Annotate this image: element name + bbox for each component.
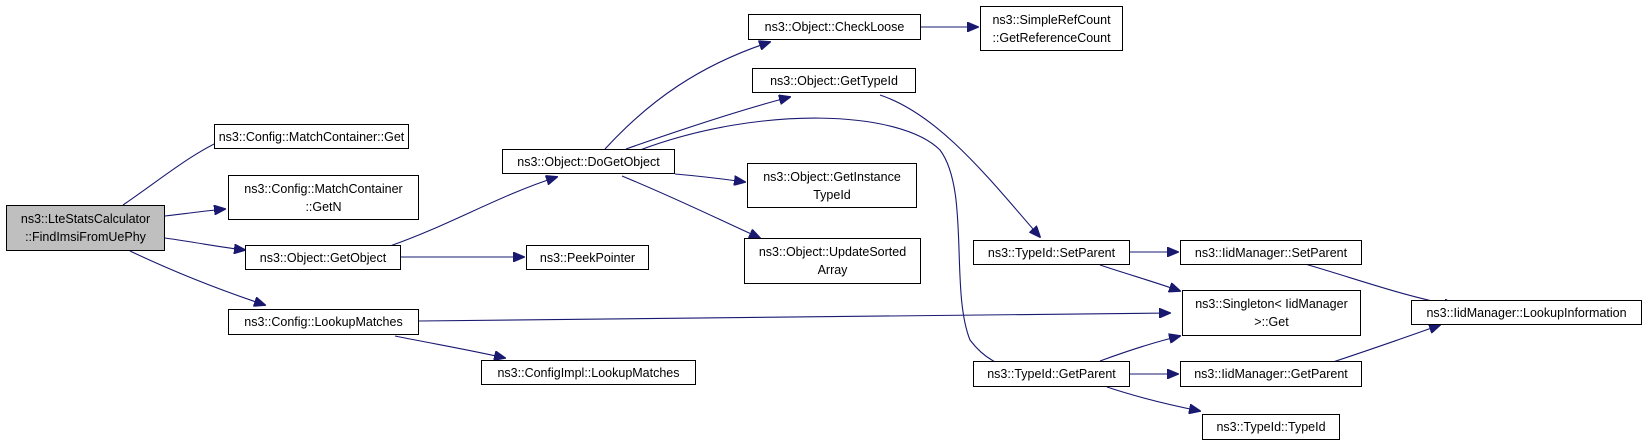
node-label-line: ns3::IidManager::LookupInformation xyxy=(1426,305,1627,320)
edge-getparent-to-typeid-typeid xyxy=(1106,386,1200,411)
node-simplerefcount-getreferencecount[interactable]: ns3::SimpleRefCount ::GetReferenceCount xyxy=(980,6,1123,51)
node-label-line: ns3::IidManager::GetParent xyxy=(1194,367,1348,381)
edge-dogetobject-to-checkloose xyxy=(604,42,770,150)
node-label-line: ns3::PeekPointer xyxy=(539,250,636,265)
node-typeid-setparent[interactable]: ns3::TypeId::SetParent xyxy=(973,240,1130,265)
node-label-line: ns3::SimpleRefCount xyxy=(992,12,1111,27)
node-matchcontainer-get[interactable]: ns3::Config::MatchContainer::Get xyxy=(214,124,409,149)
node-label-line: ns3::Object::UpdateSorted xyxy=(758,245,907,259)
node-label-line: ns3::ConfigImpl::LookupMatches xyxy=(497,365,680,380)
node-label-line: ns3::Object::DoGetObject xyxy=(517,154,660,169)
node-label-line: ns3::TypeId::SetParent xyxy=(987,245,1116,260)
node-label-line: ::GetReferenceCount xyxy=(992,30,1111,45)
node-singleton-iidmanager-get[interactable]: ns3::Singleton< IidManager >::Get xyxy=(1182,290,1361,336)
node-label-line: TypeId xyxy=(813,187,851,202)
node-iidmanager-getparent[interactable]: ns3::IidManager::GetParent xyxy=(1180,361,1362,387)
node-typeid-typeid[interactable]: ns3::TypeId::TypeId xyxy=(1202,414,1340,440)
node-iidmanager-setparent[interactable]: ns3::IidManager::SetParent xyxy=(1180,240,1362,265)
edge-getparent-to-singleton xyxy=(1099,336,1180,362)
node-object-dogetobject[interactable]: ns3::Object::DoGetObject xyxy=(502,149,675,174)
node-label-line: ns3::IidManager::SetParent xyxy=(1194,245,1348,260)
edge-dogetobject-to-getinstance xyxy=(674,173,745,182)
edge-root-to-getobject xyxy=(164,237,245,250)
edge-lookupmatches-to-singleton xyxy=(418,313,1170,322)
node-label-line: ns3::Object::CheckLoose xyxy=(764,20,905,34)
node-object-gettypeid[interactable]: ns3::Object::GetTypeId xyxy=(752,68,916,93)
node-label-line: ::GetN xyxy=(305,199,342,214)
edge-root-to-matchcontainer-getn xyxy=(164,209,225,217)
node-label-line: ns3::LteStatsCalculator xyxy=(20,212,151,226)
node-lte-stats-calculator-find-imsi[interactable]: ns3::LteStatsCalculator ::FindImsiFromUe… xyxy=(6,205,165,251)
edge-dogetobject-to-getparent xyxy=(639,117,1020,372)
node-label-line: ns3::Object::GetInstance xyxy=(763,169,901,184)
node-label-line: Array xyxy=(817,263,848,277)
edge-root-to-lookupmatches xyxy=(129,250,265,305)
node-object-getinstancetypeid[interactable]: ns3::Object::GetInstance TypeId xyxy=(747,163,917,208)
node-config-lookupmatches[interactable]: ns3::Config::LookupMatches xyxy=(228,309,419,335)
node-label-line: >::Get xyxy=(1254,315,1289,329)
edge-iid-getparent-to-lookupinfo xyxy=(1329,325,1440,364)
node-peekpointer[interactable]: ns3::PeekPointer xyxy=(526,245,649,270)
node-label-line: ns3::Object::GetObject xyxy=(259,250,387,265)
edge-dogetobject-to-updatesorted xyxy=(621,175,760,238)
node-object-checkloose[interactable]: ns3::Object::CheckLoose xyxy=(748,14,921,40)
edge-gettypeid-to-setparent xyxy=(879,94,1040,237)
node-label-line: ns3::Config::MatchContainer xyxy=(244,181,403,196)
node-label-line: ns3::Singleton< IidManager xyxy=(1195,297,1348,311)
node-label-line: ::FindImsiFromUePhy xyxy=(25,230,146,244)
node-label-line: ns3::TypeId::TypeId xyxy=(1216,420,1326,434)
node-label-line: ns3::Config::LookupMatches xyxy=(244,315,403,329)
edge-lookupmatches-to-configimpl xyxy=(394,335,505,358)
edge-setparent-to-singleton xyxy=(1099,264,1180,291)
node-iidmanager-lookupinformation[interactable]: ns3::IidManager::LookupInformation xyxy=(1411,300,1642,325)
node-label-line: ns3::Object::GetTypeId xyxy=(770,73,898,88)
node-label-line: ns3::TypeId::GetParent xyxy=(987,367,1116,381)
node-configimpl-lookupmatches[interactable]: ns3::ConfigImpl::LookupMatches xyxy=(481,360,696,385)
node-object-getobject[interactable]: ns3::Object::GetObject xyxy=(245,245,401,270)
node-matchcontainer-getn[interactable]: ns3::Config::MatchContainer ::GetN xyxy=(228,175,419,220)
edge-getobject-to-dogetobject xyxy=(389,177,557,247)
node-object-updatesortedarray[interactable]: ns3::Object::UpdateSorted Array xyxy=(744,238,921,284)
edge-dogetobject-to-gettypeid xyxy=(625,97,790,150)
node-label-line: ns3::Config::MatchContainer::Get xyxy=(218,129,405,144)
node-typeid-getparent[interactable]: ns3::TypeId::GetParent xyxy=(973,361,1130,387)
